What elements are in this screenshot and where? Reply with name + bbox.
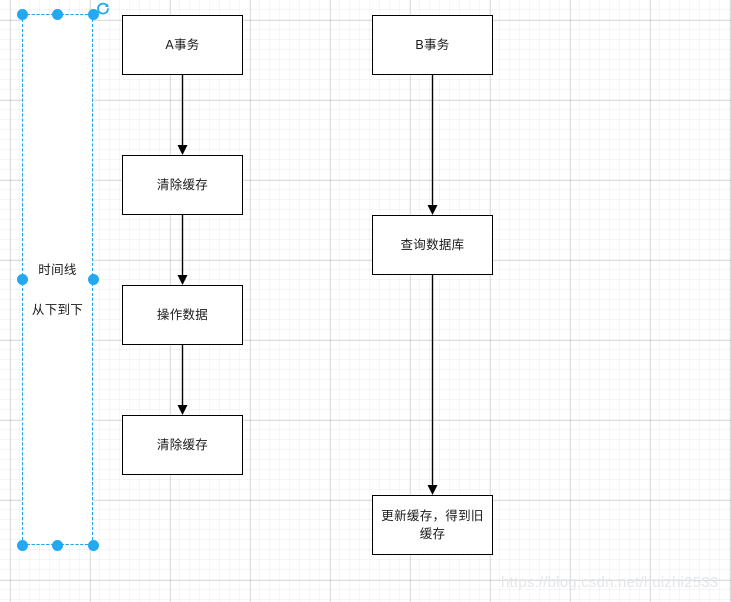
handle-top-right[interactable] xyxy=(87,8,99,20)
arrow-b-start-to-query-db xyxy=(427,75,438,215)
handle-bottom-center[interactable] xyxy=(52,539,63,551)
node-a-start[interactable]: A事务 xyxy=(122,15,243,75)
node-label: B事务 xyxy=(415,37,450,52)
timeline-swimlane-label: 时间线 从下到下 xyxy=(32,240,83,320)
node-label: 操作数据 xyxy=(156,307,209,322)
node-label: 清除缓存 xyxy=(156,437,209,452)
timeline-label-line-2: 从下到下 xyxy=(31,302,84,317)
handle-top-center[interactable] xyxy=(52,8,63,20)
node-label: 查询数据库 xyxy=(400,237,465,252)
rotate-icon[interactable] xyxy=(96,2,110,16)
node-label: 更新缓存，得到旧缓存 xyxy=(381,508,484,541)
node-label: A事务 xyxy=(165,37,200,52)
node-a-clear-cache-1[interactable]: 清除缓存 xyxy=(122,155,243,215)
arrow-a-operate-data-to-clear-cache-2 xyxy=(177,345,188,415)
node-b-start[interactable]: B事务 xyxy=(372,15,493,75)
handle-bottom-right[interactable] xyxy=(87,539,99,551)
timeline-label-line-1: 时间线 xyxy=(38,262,77,277)
arrow-b-query-db-to-update-cache xyxy=(427,275,438,495)
timeline-swimlane-shape[interactable]: 时间线 从下到下 xyxy=(22,14,93,545)
handle-middle-left[interactable] xyxy=(16,274,28,285)
arrow-a-clear-cache-1-to-operate-data xyxy=(177,215,188,285)
handle-middle-right[interactable] xyxy=(87,274,99,285)
arrow-a-start-to-clear-cache-1 xyxy=(177,75,188,155)
node-a-operate-data[interactable]: 操作数据 xyxy=(122,285,243,345)
node-b-update-cache[interactable]: 更新缓存，得到旧缓存 xyxy=(372,495,493,555)
handle-top-left[interactable] xyxy=(16,8,28,20)
watermark-text: https://blog.csdn.net/huizhi2533 xyxy=(501,574,719,591)
handle-bottom-left[interactable] xyxy=(16,539,28,551)
node-label: 清除缓存 xyxy=(156,177,209,192)
node-b-query-db[interactable]: 查询数据库 xyxy=(372,215,493,275)
node-a-clear-cache-2[interactable]: 清除缓存 xyxy=(122,415,243,475)
